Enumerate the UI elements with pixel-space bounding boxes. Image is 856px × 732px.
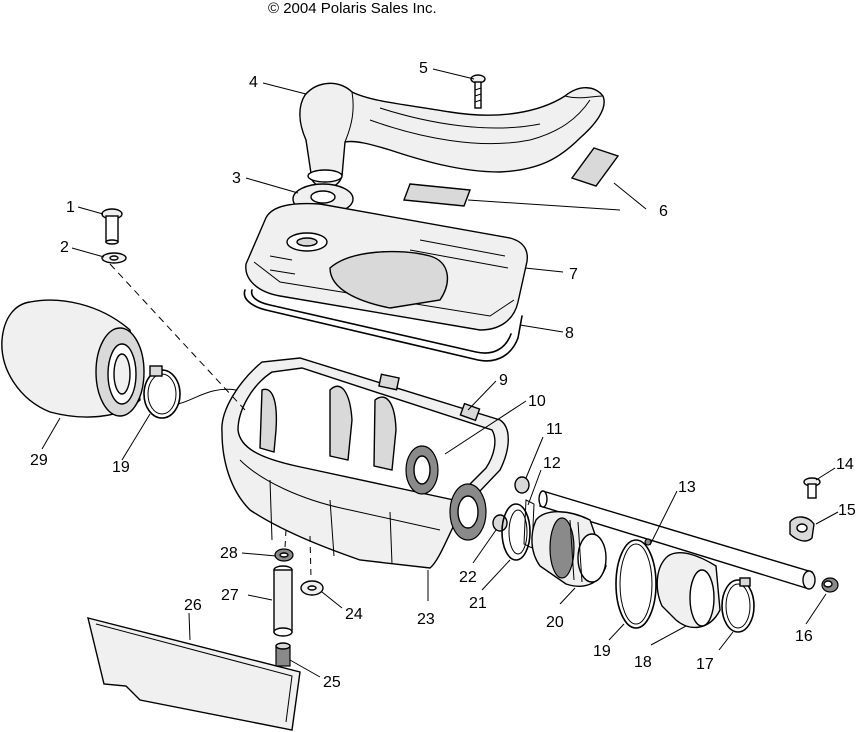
- callout-28: 28: [220, 545, 238, 562]
- outlet-boot-part: [531, 511, 607, 587]
- callout-19-right: 19: [593, 643, 611, 660]
- drain-clamp-part: [274, 548, 294, 562]
- callout-25: 25: [323, 674, 341, 691]
- plug-22-part: [492, 514, 508, 532]
- bolt-1-part: [101, 208, 123, 245]
- callout-labels: 1 2 3 4 5 6 7 8 9 10 11 12 13 14 15 16 1…: [30, 60, 856, 691]
- screw-5-part: [470, 74, 486, 109]
- callout-11: 11: [546, 421, 563, 438]
- screw-14-part: [803, 477, 821, 499]
- callout-14: 14: [836, 456, 854, 473]
- heat-shield-part: [87, 617, 301, 731]
- callout-17: 17: [696, 656, 714, 673]
- callout-5: 5: [419, 60, 428, 77]
- intake-duct-part: [299, 82, 605, 189]
- hose-clamp-left-part: [143, 365, 181, 419]
- washer-2-part: [101, 252, 127, 264]
- tube-cap-part: [821, 577, 839, 593]
- tube-clip-part: [789, 516, 815, 542]
- callout-13: 13: [678, 479, 696, 496]
- drain-plug-part: [275, 642, 291, 667]
- callout-2: 2: [60, 239, 69, 256]
- callout-6: 6: [659, 203, 668, 220]
- callout-7: 7: [569, 266, 578, 283]
- grommet-11-part: [514, 476, 530, 494]
- gasket-21-part: [501, 503, 531, 561]
- callout-4: 4: [249, 74, 258, 91]
- callout-22: 22: [459, 569, 477, 586]
- airbox-cover-part: [245, 202, 528, 331]
- callout-15: 15: [838, 502, 856, 519]
- callout-3: 3: [232, 170, 241, 187]
- grommet-24-part: [300, 580, 324, 596]
- callout-9: 9: [499, 372, 508, 389]
- drain-tube-part: [273, 565, 293, 637]
- callout-20: 20: [546, 614, 564, 631]
- callout-26: 26: [184, 597, 202, 614]
- hose-clamp-right-part: [615, 538, 657, 629]
- foam-seal-part: [403, 147, 620, 207]
- callout-27: 27: [221, 587, 239, 604]
- callout-24: 24: [345, 606, 363, 623]
- callout-8: 8: [565, 325, 574, 342]
- callout-19-left: 19: [112, 459, 130, 476]
- airbox-part: [221, 357, 509, 569]
- rubber-coupler-part: [656, 552, 721, 629]
- hose-clamp-17-part: [721, 577, 755, 633]
- callout-29: 29: [30, 452, 48, 469]
- callout-1: 1: [66, 199, 75, 216]
- leader-lines: [41, 68, 839, 678]
- callout-10: 10: [528, 393, 546, 410]
- callout-23: 23: [417, 611, 435, 628]
- cover-gasket-part: [243, 289, 523, 362]
- callout-18: 18: [634, 654, 652, 671]
- breather-tube-part: [538, 490, 816, 590]
- callout-21: 21: [469, 595, 487, 612]
- copyright-notice: © 2004 Polaris Sales Inc.: [268, 0, 437, 17]
- callout-16: 16: [795, 628, 813, 645]
- callout-12: 12: [543, 455, 561, 472]
- air-filter-part: [1, 299, 145, 418]
